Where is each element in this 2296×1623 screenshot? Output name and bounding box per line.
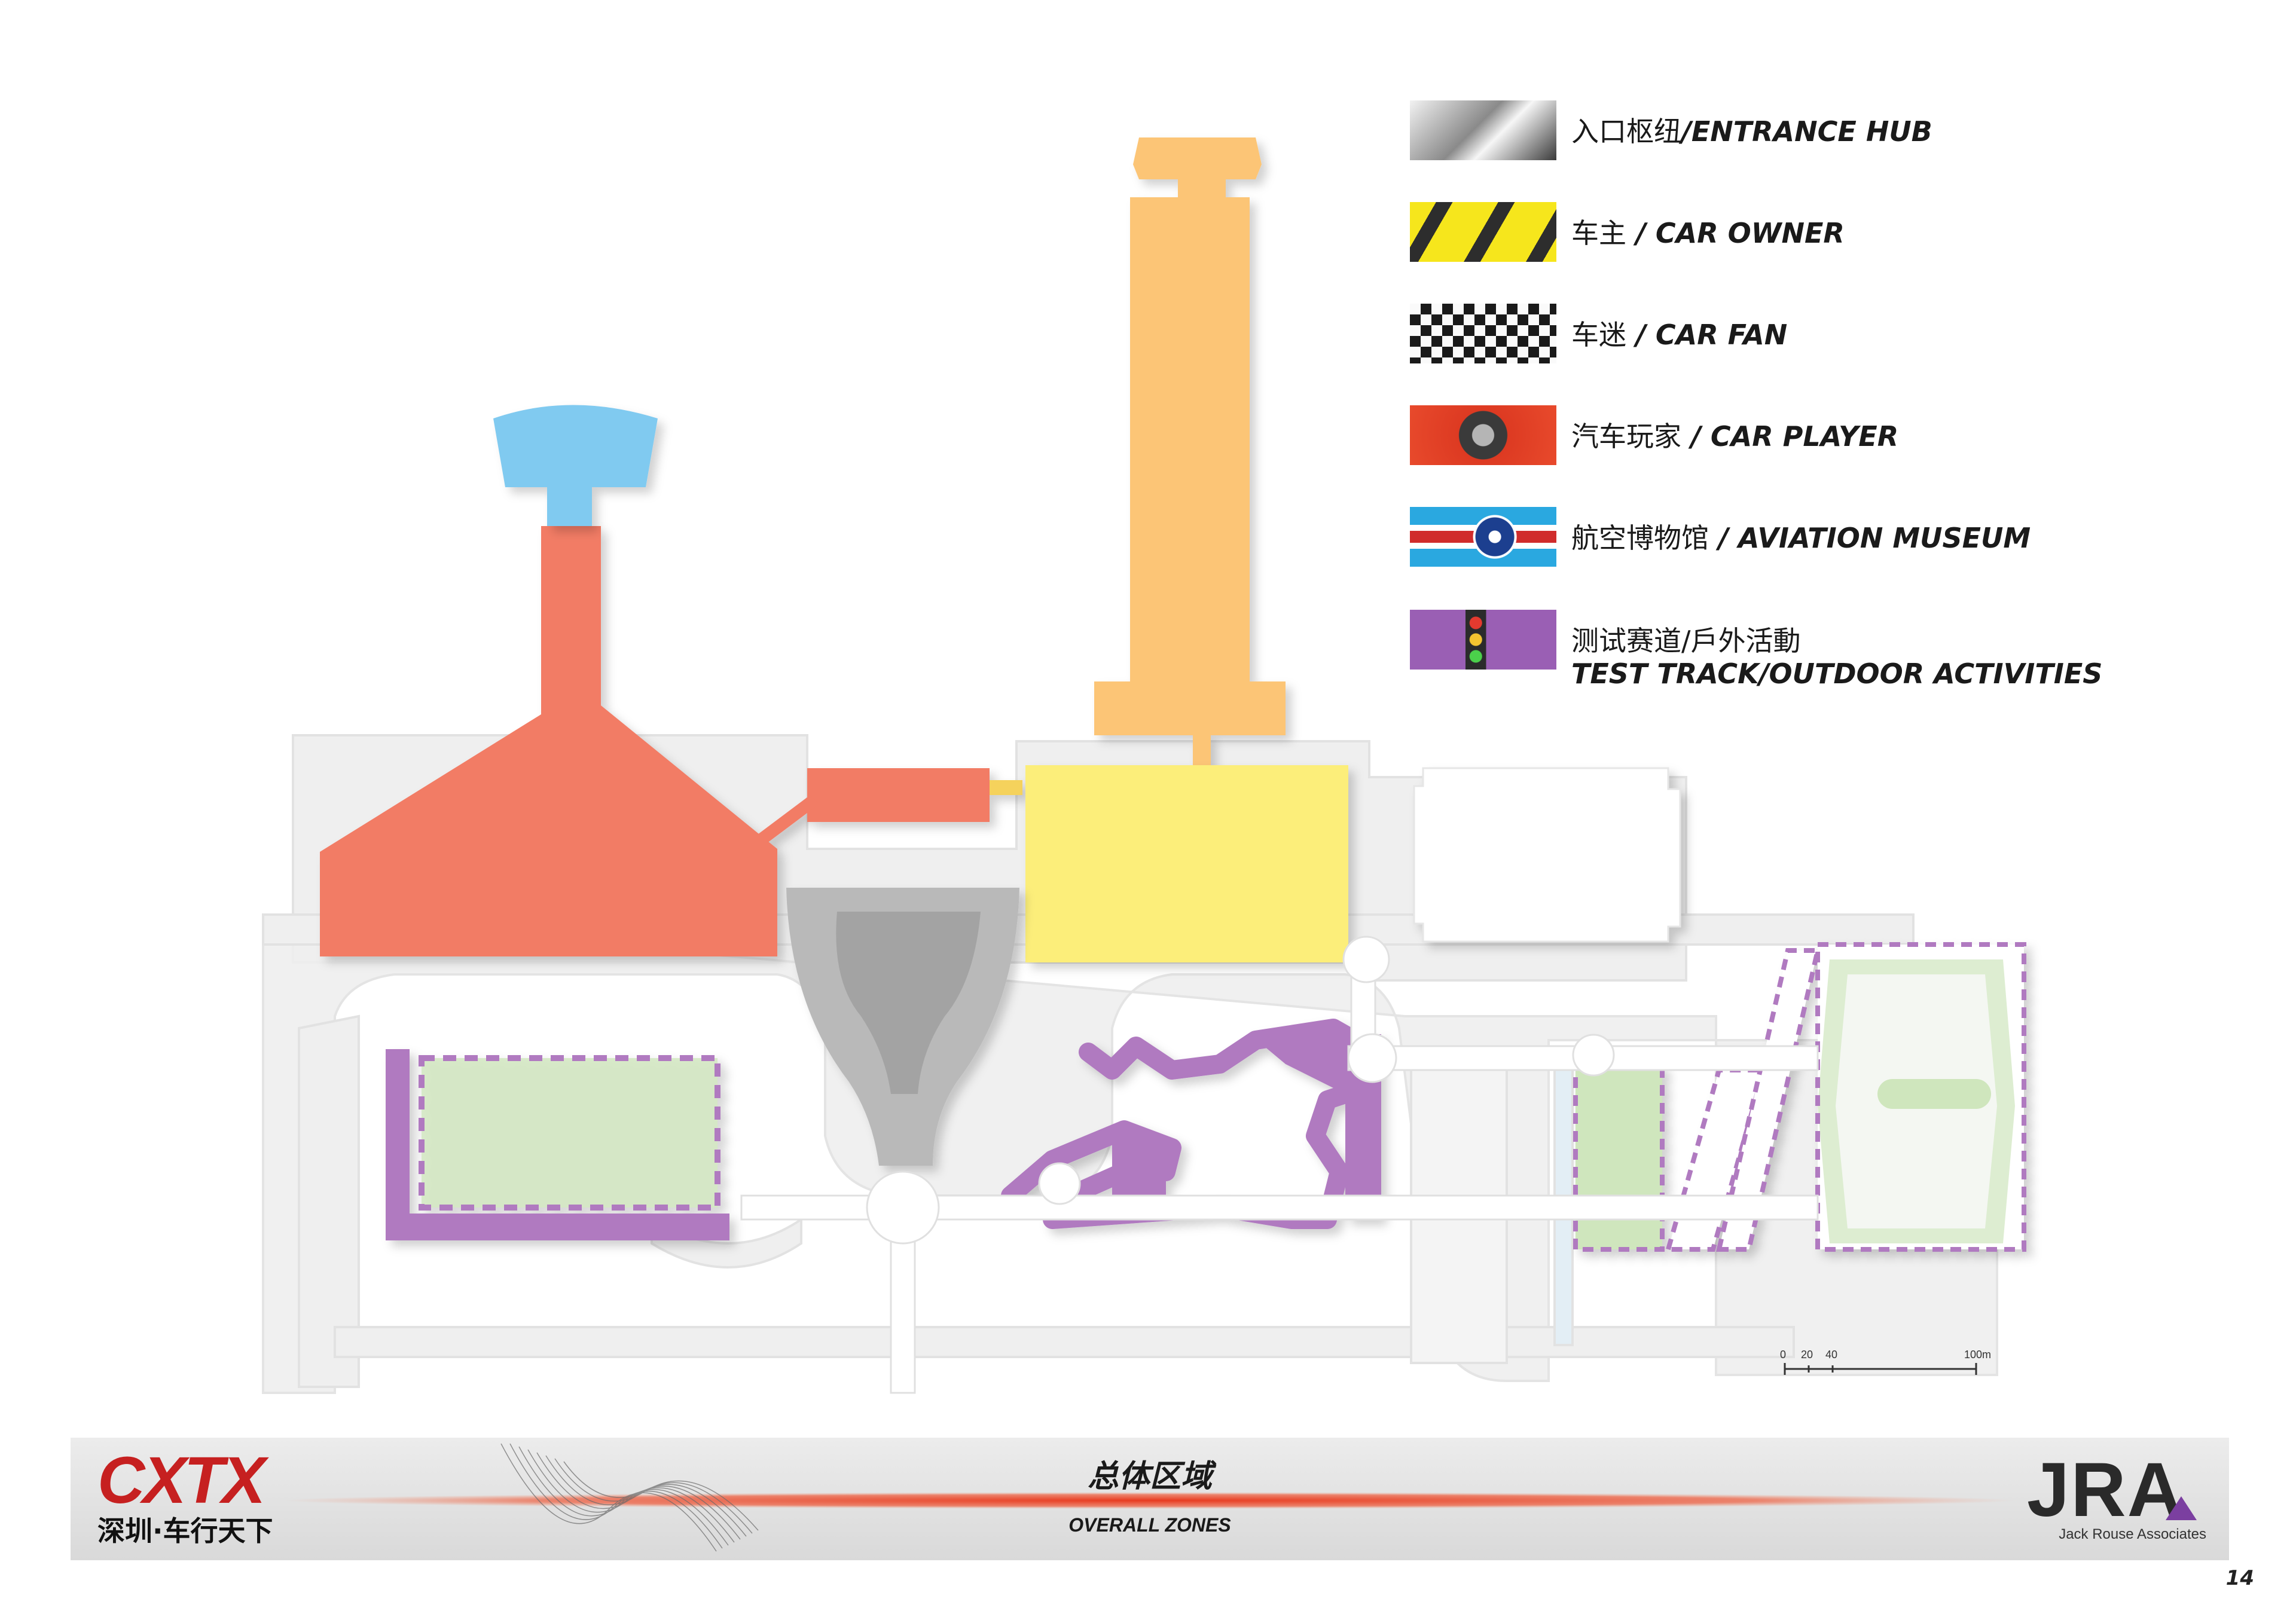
checkered-flag-icon (1410, 304, 1556, 363)
cxtx-logo-sub: 深圳·车行天下 (97, 1515, 273, 1547)
legend-zh-car-owner: 车主 (1571, 217, 1626, 249)
footer-banner: CXTX 深圳·车行天下 总体区域 OVERALL ZONES JRA Jack… (71, 1438, 2229, 1560)
test-track-zone[interactable] (386, 942, 2026, 1252)
page-number: 14 (2225, 1566, 2254, 1590)
scale-tick-40: 40 (1825, 1349, 1837, 1361)
scale-bar: 0 20 40 100m (1780, 1349, 1991, 1375)
legend-sep-car-fan: / (1626, 319, 1656, 351)
car-player-zone[interactable] (320, 526, 1022, 956)
cxtx-logo: CXTX 深圳·车行天下 (97, 1444, 273, 1549)
aircraft-roundel-icon (1410, 507, 1556, 567)
car-owner-zone[interactable] (1025, 765, 1348, 962)
legend-zh-car-player: 汽车玩家 (1571, 420, 1681, 453)
wheel-icon (1410, 405, 1556, 465)
tire-tracks-icon (1410, 202, 1556, 262)
sports-car-icon (1410, 100, 1556, 160)
legend-sep-car-owner: / (1626, 217, 1656, 249)
car-fan-zone[interactable] (1094, 137, 1286, 768)
jra-logo-main: JRA (2027, 1452, 2206, 1529)
footer-title-en: OVERALL ZONES (1068, 1514, 1231, 1536)
circulation-paths (740, 936, 1819, 1394)
legend-en-test-track: TEST TRACK/OUTDOOR ACTIVITIES (1571, 658, 2103, 690)
jra-logo-sub: Jack Rouse Associates (2059, 1526, 2206, 1542)
legend-sep-car-player: / (1681, 420, 1711, 453)
footer-red-stripe (283, 1443, 2017, 1552)
footer-title-zh: 总体区域 (1087, 1459, 1212, 1494)
wave-line-graphic (500, 1443, 759, 1552)
scale-tick-0: 0 (1780, 1349, 1786, 1361)
legend-en-car-owner: CAR OWNER (1655, 217, 1845, 249)
legend-sep-aviation-museum: / (1709, 522, 1738, 554)
aviation-museum-zone[interactable] (493, 405, 658, 527)
legend-en-aviation-museum: AVIATION MUSEUM (1738, 522, 2031, 554)
entrance-hub-zone[interactable] (786, 888, 1019, 1166)
scale-tick-100m: 100m (1964, 1349, 1991, 1361)
legend-zh-entrance-hub: 入口枢纽 (1571, 115, 1681, 148)
legend-zh-car-fan: 车迷 (1571, 319, 1626, 351)
scale-tick-20: 20 (1801, 1349, 1813, 1361)
traffic-light-icon (1410, 610, 1556, 670)
unassigned-building (1413, 767, 1681, 943)
cxtx-logo-main: CXTX (97, 1444, 265, 1517)
legend-sep-entrance-hub: / (1681, 115, 1692, 148)
legend-zh-aviation-museum: 航空博物馆 (1571, 522, 1709, 554)
legend-zh-test-track: 测试赛道/戶外活動 (1571, 625, 1801, 657)
legend-en-car-fan: CAR FAN (1655, 319, 1788, 351)
legend-en-car-player: CAR PLAYER (1710, 420, 1899, 453)
jra-logo: JRA Jack Rouse Associates (2027, 1452, 2206, 1543)
legend-en-entrance-hub: ENTRANCE HUB (1691, 115, 1932, 148)
jra-accent-icon (2166, 1496, 2197, 1520)
